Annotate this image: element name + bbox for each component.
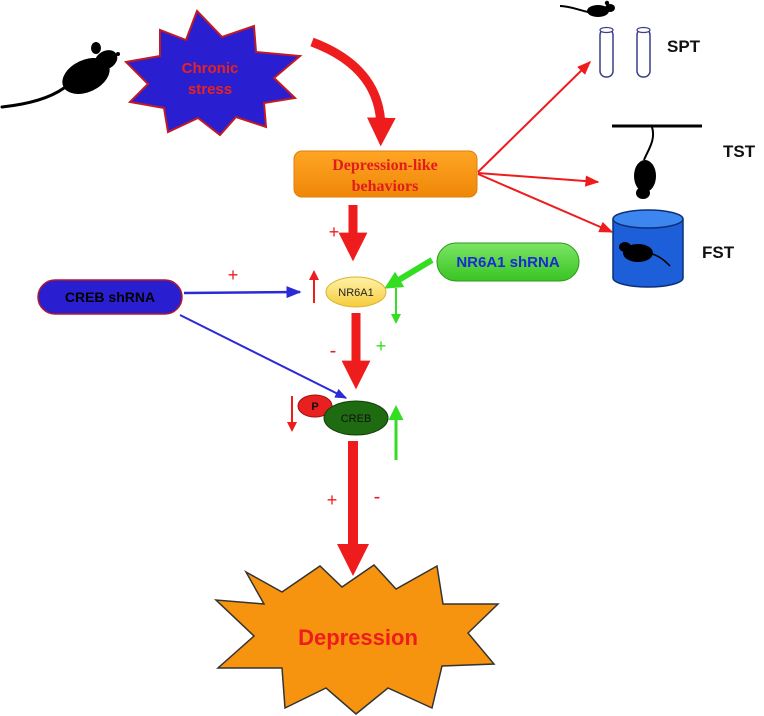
depression-burst-shape [213,564,500,715]
tail-suspension-icon [634,126,656,199]
nr6a1-shrna-label: NR6A1 shRNA [456,254,560,271]
chronic-stress-node: Chronic stress [123,9,303,137]
phospho-label: P [311,401,318,413]
tst-test: TST [612,124,756,199]
arrow-to-tst [477,172,600,187]
bottle-icon [599,26,614,78]
stress-burst-shape [123,9,303,137]
creb-shrna-label: CREB shRNA [65,289,155,305]
nr6a1-label: NR6A1 [338,287,373,299]
sign-plus-upper: + [329,222,340,242]
sign-plus-crebshrna: + [228,265,239,285]
nr6a1-node: NR6A1 [325,276,387,308]
mouse-icon [0,42,120,109]
fst-test: FST [612,209,735,288]
depression-node: Depression [213,564,500,715]
swim-tank-icon [612,209,684,288]
stress-label-2: stress [188,81,232,98]
crebshrna-to-nr6a1-arrow [183,286,302,299]
behavior-label-1: Depression-like [332,157,437,174]
creb-label: CREB [341,413,372,425]
spt-label: SPT [667,37,701,56]
sign-minus-lower: - [374,486,381,508]
creb-node: CREB [323,400,389,436]
bottle-icon [636,26,651,78]
mouse-icon [559,0,615,17]
depression-like-node: Depression-like behaviors [293,150,478,198]
nr6a1-shrna-inhibit-arrow [384,257,434,289]
stress-to-behavior-arrow [310,37,396,147]
stress-label-1: Chronic [182,60,239,77]
sign-minus-mid: - [330,340,337,362]
tst-label: TST [723,142,756,161]
phospho-node: P [297,394,333,418]
sign-plus-mid: + [376,336,387,356]
fst-label: FST [702,243,735,262]
sign-plus-lower: + [327,490,338,510]
creb-shrna-node: CREB shRNA [37,279,183,315]
spt-test: SPT [559,0,701,78]
crebshrna-to-creb-arrow [179,314,348,399]
arrow-to-fst [477,173,614,233]
behavior-label-2: behaviors [352,178,419,195]
nr6a1-shrna-node: NR6A1 shRNA [436,242,580,282]
arrow-to-spt [477,61,591,173]
depression-label: Depression [298,625,418,650]
